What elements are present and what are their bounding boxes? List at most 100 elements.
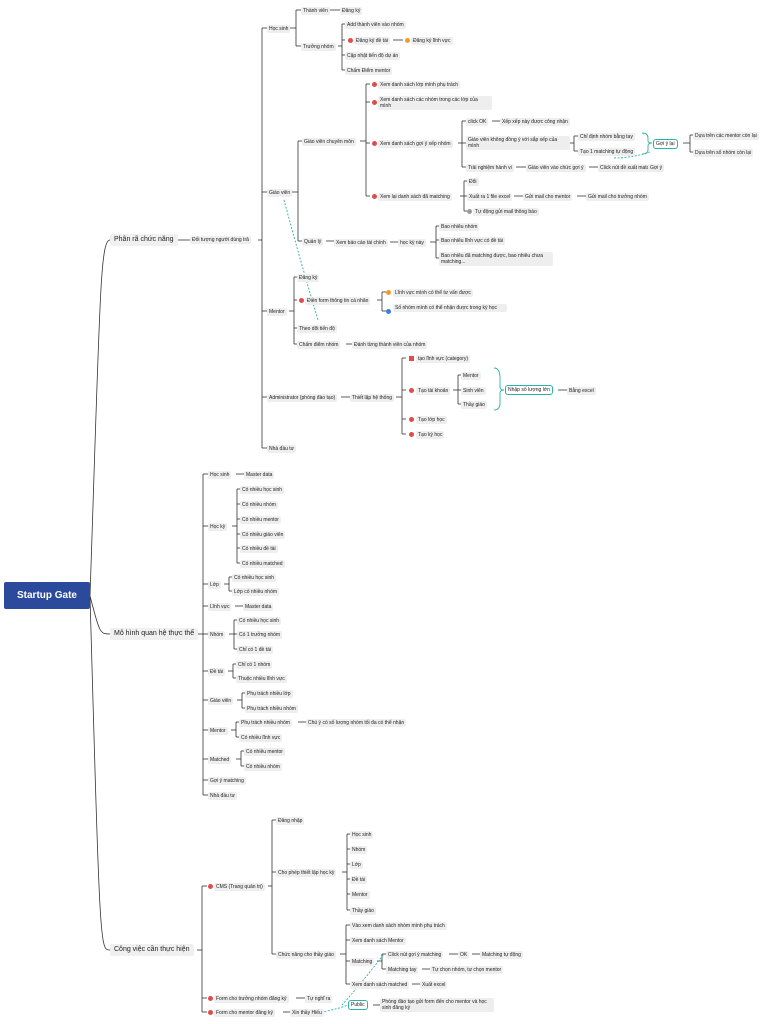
node-goi-y-lai[interactable]: Gợi ý lại: [653, 139, 678, 149]
task-xuat-excel[interactable]: Xuất excel: [420, 981, 448, 989]
node-xem-nhom[interactable]: Xem danh sách các nhóm trong các lớp của…: [378, 96, 492, 110]
entity-lop[interactable]: Lớp: [208, 581, 221, 589]
node-mentor[interactable]: Mentor: [267, 308, 287, 316]
node-mail-truong-nhom[interactable]: Gửi mail cho trưởng nhóm: [586, 193, 649, 201]
node-hoc-ky-nay[interactable]: học kỳ này: [398, 239, 426, 247]
node-tu-dong-mail[interactable]: Tự động gửi mail thông báo: [473, 208, 539, 216]
task-tl-lop[interactable]: Lớp: [350, 861, 363, 869]
node-xem-goi-y[interactable]: Xem danh sách gợi ý xếp nhóm: [378, 140, 453, 148]
entity-dt-1[interactable]: Chỉ có 1 nhóm: [236, 661, 273, 669]
task-tu-chon[interactable]: Tự chọn nhóm, tự chọn mentor: [430, 966, 504, 974]
entity-mt-1b[interactable]: Chú ý có số lượng nhóm tối đa có thể nhậ…: [306, 719, 407, 727]
node-dang-ky-linh-vuc[interactable]: Đăng ký lĩnh vực: [411, 37, 453, 45]
node-tao-matching[interactable]: Tạo 1 matching tự động: [578, 148, 636, 156]
task-cms[interactable]: CMS (Trang quản trị): [214, 883, 265, 891]
node-hoc-sinh[interactable]: Học sinh: [267, 25, 291, 33]
task-chuc-nang-thay[interactable]: Chức năng cho thầy giáo: [276, 951, 336, 959]
task-form-truong-nhom[interactable]: Form cho trưởng nhóm đăng ký: [214, 995, 289, 1003]
node-danh-thanh-vien[interactable]: Đánh từng thành viên của nhóm: [352, 341, 428, 349]
node-tao-tai-khoan[interactable]: Tạo tài khoản: [416, 387, 451, 395]
node-giao-vien[interactable]: Giáo viên: [267, 189, 293, 197]
node-doi[interactable]: Đổi: [467, 178, 479, 186]
node-dien-form[interactable]: Điền form thông tin cá nhân: [305, 297, 371, 305]
task-ok[interactable]: OK: [458, 951, 470, 959]
node-cham-diem-mentor[interactable]: Chấm Điểm mentor: [345, 67, 393, 75]
task-tl-mentor[interactable]: Mentor: [350, 891, 370, 899]
node-bang-excel[interactable]: Bằng excel: [567, 387, 596, 395]
node-nhom-con-lai[interactable]: Dựa trên số nhóm còn lại: [693, 149, 754, 157]
entity-lop-2[interactable]: Lớp có nhiều nhóm: [232, 588, 280, 596]
entity-dt-2[interactable]: Thuộc nhiều lĩnh vực: [236, 675, 287, 683]
node-ad-mentor[interactable]: Mentor: [461, 372, 481, 380]
node-ad-sinh-vien[interactable]: Sinh viên: [461, 387, 486, 395]
node-click-de-xuat[interactable]: Click nút đề xuất matching: [598, 164, 661, 172]
node-quan-ly[interactable]: Quản lý: [302, 238, 324, 246]
task-public-note[interactable]: Phòng đào tạo gửi form đến cho mentor và…: [380, 998, 494, 1012]
node-cham-diem-nhom[interactable]: Chấm điểm nhóm: [297, 341, 341, 349]
node-add-thanh-vien[interactable]: Add thành viên vào nhóm: [345, 21, 406, 29]
entity-goi-y-matching[interactable]: Gợi ý matching: [208, 777, 246, 785]
node-tao-lop-hoc[interactable]: Tạo lớp học: [416, 416, 447, 424]
entity-mt-2[interactable]: Có nhiều lĩnh vực: [239, 734, 283, 742]
task-tl-hoc-sinh[interactable]: Học sinh: [350, 831, 374, 839]
node-khong-dong-y[interactable]: Giáo viên không đồng ý với sắp xếp của m…: [466, 136, 570, 150]
entity-hk-5[interactable]: Có nhiều đề tài: [240, 545, 278, 553]
node-gv-vao-goi-y[interactable]: Giáo viên vào chức gợi ý: [526, 164, 586, 172]
node-linh-vuc-tu-van[interactable]: Lĩnh vực mình có thể tư vấn được: [393, 289, 473, 297]
root-node[interactable]: Startup Gate: [4, 582, 90, 609]
entity-md-1[interactable]: Có nhiều mentor: [244, 748, 285, 756]
node-goi-y[interactable]: Gợi ý: [648, 164, 665, 172]
entity-lop-1[interactable]: Có nhiều học sinh: [232, 574, 277, 582]
node-click-ok[interactable]: click OK: [466, 118, 489, 126]
entity-hk-4[interactable]: Có nhiều giáo viên: [240, 531, 286, 539]
task-matching[interactable]: Matching: [350, 958, 375, 966]
entity-hk-3[interactable]: Có nhiều mentor: [240, 516, 281, 524]
node-so-nhom-nhan[interactable]: Số nhóm mình có thể nhận được trong kỳ h…: [393, 304, 507, 312]
entity-gv-2[interactable]: Phụ trách nhiều nhóm: [245, 705, 298, 713]
task-thiet-lap-hoc-ky[interactable]: Cho phép thiết lập học kỳ: [276, 869, 337, 877]
entity-nhom-3[interactable]: Chỉ có 1 đề tài: [237, 646, 273, 654]
entity-mentor[interactable]: Mentor: [208, 727, 228, 735]
task-tl-de-tai[interactable]: Đề tài: [350, 876, 368, 884]
entity-matched[interactable]: Matched: [208, 756, 232, 764]
task-xem-nhom-phu-trach[interactable]: Vào xem danh sách nhóm mình phụ trách: [350, 922, 447, 930]
node-bao-nhieu-matching[interactable]: Bao nhiêu đã matching được, bao nhiêu ch…: [439, 252, 553, 266]
entity-nhom-2[interactable]: Có 1 trưởng nhóm: [237, 631, 283, 639]
entity-mt-1[interactable]: Phụ trách nhiều nhóm: [239, 719, 292, 727]
node-xem-lai-matching[interactable]: Xem lại danh sách đã matching: [378, 193, 452, 201]
task-tu-nghi-ra[interactable]: Tự nghĩ ra: [305, 995, 333, 1003]
node-doi-tuong[interactable]: Đối tượng người dùng trả: [190, 236, 251, 244]
node-mentor-dang-ky[interactable]: Đăng ký: [297, 274, 320, 282]
entity-lv-master[interactable]: Master data: [243, 603, 274, 611]
task-tl-thay-giao[interactable]: Thầy giáo: [350, 907, 376, 915]
entity-nha-dau-tu[interactable]: Nhà đầu tư: [208, 792, 238, 800]
entity-hk-2[interactable]: Có nhiều nhóm: [240, 501, 278, 509]
node-cong-nhan[interactable]: Xếp xếp này được công nhận: [500, 118, 570, 126]
task-xem-mentor[interactable]: Xem danh sách Mentor: [350, 937, 406, 945]
node-xem-lop[interactable]: Xem danh sách lớp mình phụ trách: [378, 81, 461, 89]
entity-linh-vuc[interactable]: Lĩnh vực: [208, 603, 232, 611]
node-thiet-lap-he-thong[interactable]: Thiết lập hệ thống: [350, 394, 395, 402]
task-form-mentor[interactable]: Form cho mentor đăng ký: [214, 1009, 275, 1017]
node-tao-linh-vuc[interactable]: tạo lĩnh vực (category): [416, 355, 471, 363]
node-dang-ky[interactable]: Đăng ký: [340, 7, 363, 15]
node-theo-doi-tien-do[interactable]: Theo dõi tiến độ: [297, 325, 337, 333]
task-matching-tu-dong[interactable]: Matching tự động: [480, 951, 523, 959]
task-click-goi-y[interactable]: Click nút gợi ý matching: [386, 951, 444, 959]
task-tl-nhom[interactable]: Nhóm: [350, 846, 368, 854]
entity-md-2[interactable]: Có nhiều nhóm: [244, 763, 282, 771]
node-dang-ky-de-tai[interactable]: Đăng ký đề tài: [354, 37, 390, 45]
branch-cong-viec[interactable]: Công việc cần thực hiện: [110, 944, 194, 956]
entity-giao-vien[interactable]: Giáo viên: [208, 697, 234, 705]
task-public[interactable]: Public: [348, 1000, 368, 1010]
node-gv-chuyen-mon[interactable]: Giáo viên chuyên môn: [302, 138, 356, 146]
entity-master-data[interactable]: Master data: [244, 471, 275, 479]
node-truong-nhom[interactable]: Trưởng nhóm: [301, 43, 336, 51]
node-bao-nhieu-nhom[interactable]: Bao nhiêu nhóm: [439, 223, 480, 231]
entity-nhom[interactable]: Nhóm: [208, 631, 226, 639]
entity-gv-1[interactable]: Phụ trách nhiều lớp: [245, 690, 293, 698]
node-bao-nhieu-linh-vuc[interactable]: Bao nhiêu lĩnh vực có đề tài: [439, 237, 505, 245]
node-bao-cao[interactable]: Xem báo cáo tài chính: [334, 239, 388, 247]
node-nha-dau-tu[interactable]: Nhà đầu tư: [267, 445, 297, 453]
task-xem-matched[interactable]: Xem danh sách matched: [350, 981, 410, 989]
